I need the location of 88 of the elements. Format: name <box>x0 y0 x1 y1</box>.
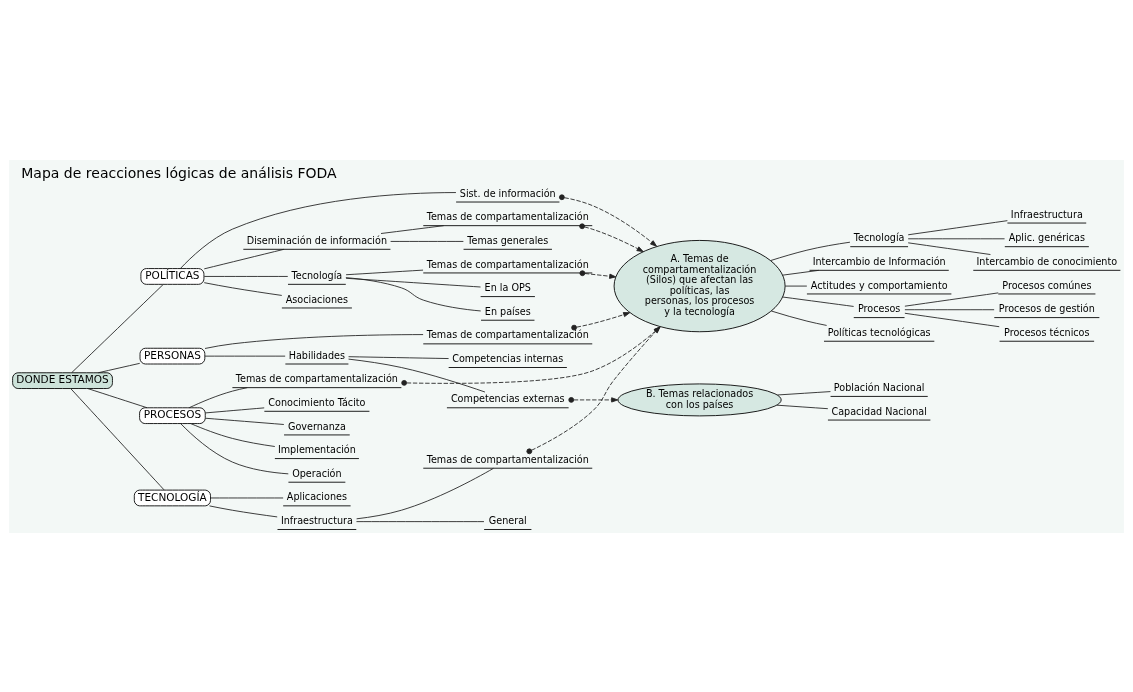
connector <box>904 291 999 307</box>
connector <box>188 386 248 408</box>
node-text: Procesos técnicos <box>1004 326 1090 338</box>
connector <box>907 237 1005 239</box>
connector <box>203 281 283 296</box>
node-text: Intercambio de Información <box>812 255 946 267</box>
node-text: Temas de compartamentalización <box>426 328 589 340</box>
connector <box>71 283 164 373</box>
node-box: DONDE ESTAMOS <box>12 371 113 389</box>
node-box: PERSONAS <box>139 347 206 364</box>
connector <box>204 417 285 425</box>
connector <box>190 422 276 447</box>
arrow <box>579 222 644 252</box>
node-box: PROCESOS <box>139 406 206 424</box>
node-text: Temas de compartamentalización <box>426 453 589 465</box>
node-text: Diseminación de información <box>246 234 388 246</box>
connector <box>348 358 486 392</box>
connector <box>345 277 481 287</box>
arrow <box>568 396 619 403</box>
node-text: Tecnología <box>291 269 343 281</box>
connector <box>204 355 286 357</box>
node-text: Competencias externas <box>450 392 565 404</box>
node-text: Procesos de gestión <box>998 302 1095 314</box>
node-text: En la OPS <box>484 281 531 293</box>
connector <box>70 387 165 490</box>
node-text: Habilidades <box>288 349 346 361</box>
connector <box>97 362 141 373</box>
arrow <box>401 325 661 386</box>
connector <box>345 269 424 275</box>
node-text: Temas de compartamentalización <box>426 210 589 222</box>
node-box: POLÍTICAS <box>140 267 205 285</box>
connector <box>770 241 851 261</box>
node-text: Asociaciones <box>285 293 349 305</box>
connector <box>904 312 1000 327</box>
node-text: Governanza <box>287 420 346 432</box>
node-ellipse: B. Temas relacionados con los países <box>617 382 782 416</box>
node-text: Sist. de información <box>459 187 556 199</box>
node-text: Aplicaciones <box>286 490 347 502</box>
node-text: Población Nacional <box>833 381 925 393</box>
connector <box>776 390 831 395</box>
connector <box>345 276 482 311</box>
node-text: Infraestructura <box>1010 208 1083 220</box>
diagram-title: Mapa de reacciones lógicas de análisis FODA <box>21 164 337 181</box>
arrow <box>559 193 657 247</box>
connector <box>782 269 820 276</box>
node-text: Implementación <box>277 443 356 455</box>
connector <box>904 308 995 310</box>
node-box: TECNOLOGÍA <box>133 489 211 506</box>
arrow <box>571 311 631 331</box>
connector <box>180 422 289 474</box>
connector <box>203 248 285 269</box>
connector <box>907 219 1008 235</box>
connector <box>210 497 284 498</box>
node-text: Aplic. genéricas <box>1008 231 1085 243</box>
node-text: Temas de compartamentalización <box>235 372 398 384</box>
node-text: General <box>488 514 527 526</box>
arrow <box>526 325 661 454</box>
connector <box>179 191 457 269</box>
connector <box>770 310 828 326</box>
connector <box>782 296 855 307</box>
node-text: Infraestructura <box>280 514 353 526</box>
connector <box>390 240 464 242</box>
node-text: Operación <box>292 467 342 479</box>
node-text: Temas de compartamentalización <box>426 258 589 270</box>
node-text: Conocimiento Tácito <box>268 396 366 408</box>
connector <box>380 224 445 234</box>
node-text: Procesos <box>857 302 901 314</box>
node-text: En países <box>484 305 531 317</box>
node-text: Competencias internas <box>452 352 564 364</box>
node-text: Actitudes y comportamiento <box>810 279 948 291</box>
node-text: Tecnología <box>853 231 905 243</box>
node-text: Intercambio de conocimiento <box>976 255 1118 267</box>
connector <box>907 241 991 255</box>
connector <box>204 406 265 413</box>
connector <box>356 520 485 522</box>
connector <box>209 504 278 517</box>
node-text: Procesos comúnes <box>1002 279 1092 291</box>
connector <box>87 387 148 408</box>
node-text: Temas generales <box>467 234 549 246</box>
node-text: Capacidad Nacional <box>831 405 927 417</box>
arrow <box>579 269 617 279</box>
connector <box>356 467 494 519</box>
connector <box>204 333 424 349</box>
node-text: Políticas tecnológicas <box>827 326 931 338</box>
connector <box>203 275 289 277</box>
connector <box>776 404 829 409</box>
connector <box>348 355 450 359</box>
connector <box>784 285 808 286</box>
